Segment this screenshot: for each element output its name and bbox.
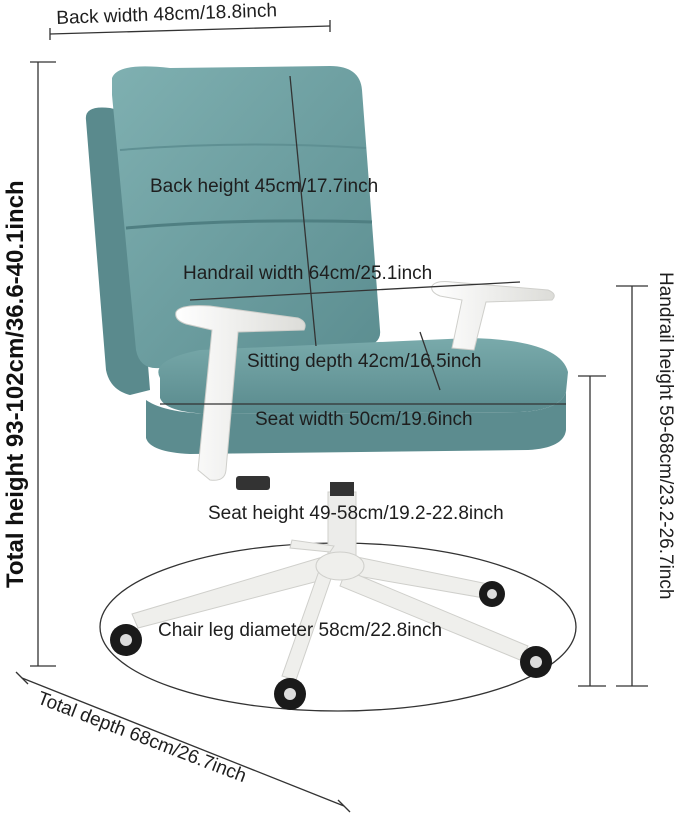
back-width-line — [49, 25, 331, 35]
total-depth-line — [21, 677, 345, 807]
sitting-depth-line — [419, 331, 441, 391]
back-height-line — [289, 75, 317, 347]
backrest-seam-1 — [125, 219, 373, 230]
seat-height-label: Seat height 49-58cm/19.2-22.8inch — [208, 503, 504, 524]
handrail-width-label: Handrail width 64cm/25.1inch — [183, 263, 433, 284]
gas-lift-cylinder — [327, 491, 357, 563]
control-lever — [236, 476, 270, 490]
chair-seat-base — [146, 392, 566, 454]
sitting-depth-label: Sitting depth 42cm/16.5inch — [247, 351, 482, 372]
chair-leg-diameter-label: Chair leg diameter 58cm/22.8inch — [158, 620, 443, 641]
handrail-height-label: Handrail height 59-68cm/23.2-26.7inch — [655, 272, 676, 600]
right-armrest — [431, 281, 555, 351]
star-base — [131, 539, 529, 681]
left-armrest — [175, 305, 306, 481]
seat-width-label: Seat width 50cm/19.6inch — [255, 409, 473, 430]
back-height-label: Back height 45cm/17.7inch — [150, 176, 379, 197]
handrail-width-line — [189, 281, 521, 301]
gas-lift-top — [330, 482, 354, 496]
total-height-label: Total height 93-102cm/36.6-40.1inch — [2, 180, 29, 588]
backrest-seam-2 — [119, 143, 367, 151]
chair-seat-top — [158, 338, 569, 414]
